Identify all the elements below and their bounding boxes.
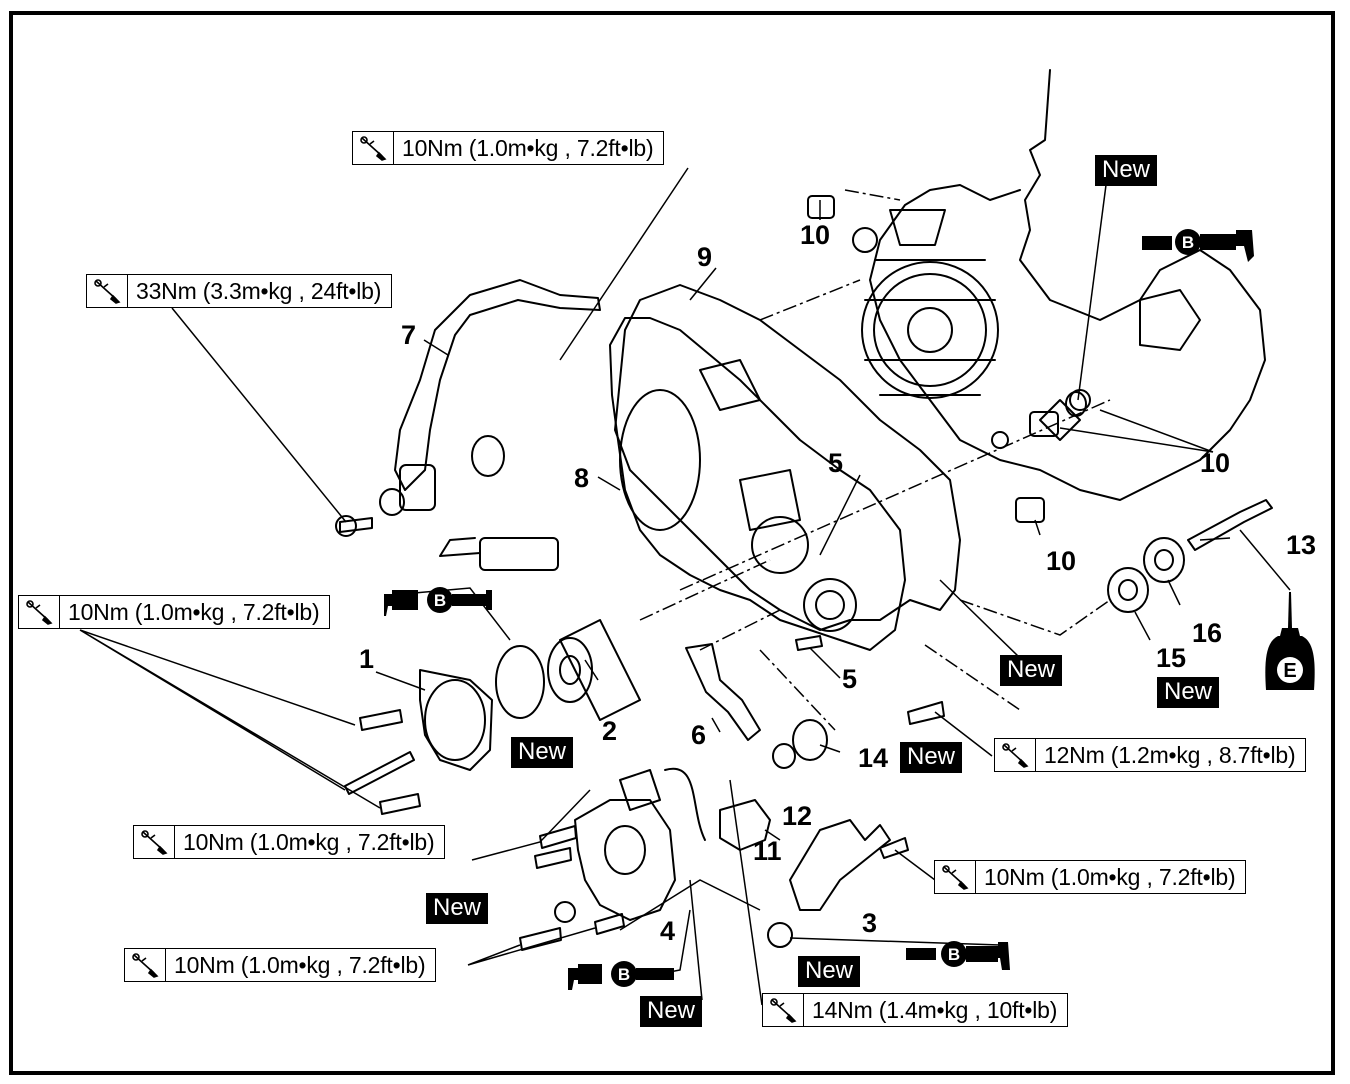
part-number: 10	[800, 220, 831, 250]
grease-gun-icon: B	[1142, 229, 1254, 262]
sensor-fitting	[685, 643, 761, 741]
crankcase-cover	[609, 317, 906, 651]
bearing	[1143, 537, 1185, 583]
part-number: 8	[574, 463, 590, 493]
oil-filter	[547, 619, 641, 721]
new-part-tag: New	[1095, 155, 1158, 186]
torque-wrench-icon	[763, 994, 804, 1026]
new-part-tag: New	[1157, 677, 1220, 708]
new-part-tag: New	[1000, 655, 1063, 686]
part-number: 3	[862, 908, 878, 938]
new-part-tag: New	[798, 956, 861, 987]
part-number: 2	[602, 716, 618, 746]
grease-gun-icon: B	[568, 961, 674, 990]
oil-can-icon: E	[1265, 592, 1315, 690]
oil-letter: E	[1283, 660, 1296, 682]
torque-wrench-icon	[995, 739, 1036, 771]
torque-value: 10Nm (1.0m•kg , 7.2ft•lb)	[68, 598, 320, 625]
water-pipe	[789, 819, 891, 911]
water-pump-housing	[574, 799, 676, 921]
new-part-tag: New	[900, 742, 963, 773]
dowel-pin	[807, 195, 835, 219]
dowel-pin	[1015, 497, 1045, 523]
torque-wrench-icon	[134, 826, 175, 858]
torque-value: 10Nm (1.0m•kg , 7.2ft•lb)	[984, 863, 1236, 890]
new-part-tag: New	[511, 737, 574, 768]
torque-spec-kick-bolt-cover: 10Nm (1.0m•kg , 7.2ft•lb)	[352, 131, 665, 165]
torque-value: 33Nm (3.3m•kg , 24ft•lb)	[136, 277, 382, 304]
torque-wrench-icon	[353, 132, 394, 164]
new-part-tag: New	[640, 996, 703, 1027]
grease-letter: B	[1182, 233, 1194, 252]
torque-spec-filter-cover: 10Nm (1.0m•kg , 7.2ft•lb)	[18, 595, 331, 629]
torque-spec-impeller: 14Nm (1.4m•kg , 10ft•lb)	[762, 993, 1069, 1027]
water-pump-shaft	[1187, 499, 1273, 551]
o-ring	[767, 922, 793, 948]
new-part-tag: New	[426, 893, 489, 924]
torque-value: 14Nm (1.4m•kg , 10ft•lb)	[812, 996, 1058, 1023]
oil-seal	[792, 719, 828, 761]
part-number: 12	[782, 801, 813, 831]
torque-value: 10Nm (1.0m•kg , 7.2ft•lb)	[183, 828, 435, 855]
grease-letter: B	[948, 945, 960, 964]
torque-wrench-icon	[87, 275, 128, 307]
part-number: 5	[842, 664, 858, 694]
cover-gasket	[614, 284, 961, 631]
torque-value: 10Nm (1.0m•kg , 7.2ft•lb)	[174, 951, 426, 978]
kick-starter-lever	[394, 279, 601, 491]
part-number: 5	[828, 448, 844, 478]
crankcase-engine	[852, 69, 1266, 501]
torque-wrench-icon	[125, 949, 166, 981]
grease-gun-icon: B	[906, 941, 1010, 970]
o-ring	[495, 645, 545, 719]
grease-gun-icon: B	[384, 587, 492, 616]
part-number: 11	[753, 836, 782, 866]
washer	[772, 743, 796, 769]
part-number: 7	[401, 320, 417, 350]
torque-spec-kick-lever-bolt: 33Nm (3.3m•kg , 24ft•lb)	[86, 274, 393, 308]
torque-wrench-icon	[935, 861, 976, 893]
torque-spec-cover-bolt: 12Nm (1.2m•kg , 8.7ft•lb)	[994, 738, 1307, 772]
grease-letter: B	[618, 965, 630, 984]
part-number: 16	[1192, 618, 1223, 648]
torque-value: 10Nm (1.0m•kg , 7.2ft•lb)	[402, 134, 654, 161]
part-number: 6	[691, 720, 707, 750]
part-number: 10	[1046, 546, 1077, 576]
torque-spec-pump-housing: 10Nm (1.0m•kg , 7.2ft•lb)	[133, 825, 446, 859]
oil-filter-cover	[419, 669, 493, 771]
part-number: 1	[359, 644, 375, 674]
torque-wrench-icon	[19, 596, 60, 628]
torque-spec-water-pipe: 10Nm (1.0m•kg , 7.2ft•lb)	[934, 860, 1247, 894]
part-number: 14	[858, 743, 889, 773]
part-number: 15	[1156, 643, 1187, 673]
dowel-pin	[1029, 411, 1059, 437]
part-number: 9	[697, 242, 713, 272]
torque-spec-pump-cover-bolts: 10Nm (1.0m•kg , 7.2ft•lb)	[124, 948, 437, 982]
impeller	[719, 799, 771, 851]
bearing	[1107, 567, 1149, 613]
torque-value: 12Nm (1.2m•kg , 8.7ft•lb)	[1044, 741, 1296, 768]
diagram-frame	[9, 11, 1335, 1075]
part-number: 10	[1200, 448, 1231, 478]
o-ring	[1065, 391, 1087, 417]
grease-letter: B	[434, 591, 446, 610]
part-number: 13	[1286, 530, 1317, 560]
part-number: 4	[660, 916, 676, 946]
